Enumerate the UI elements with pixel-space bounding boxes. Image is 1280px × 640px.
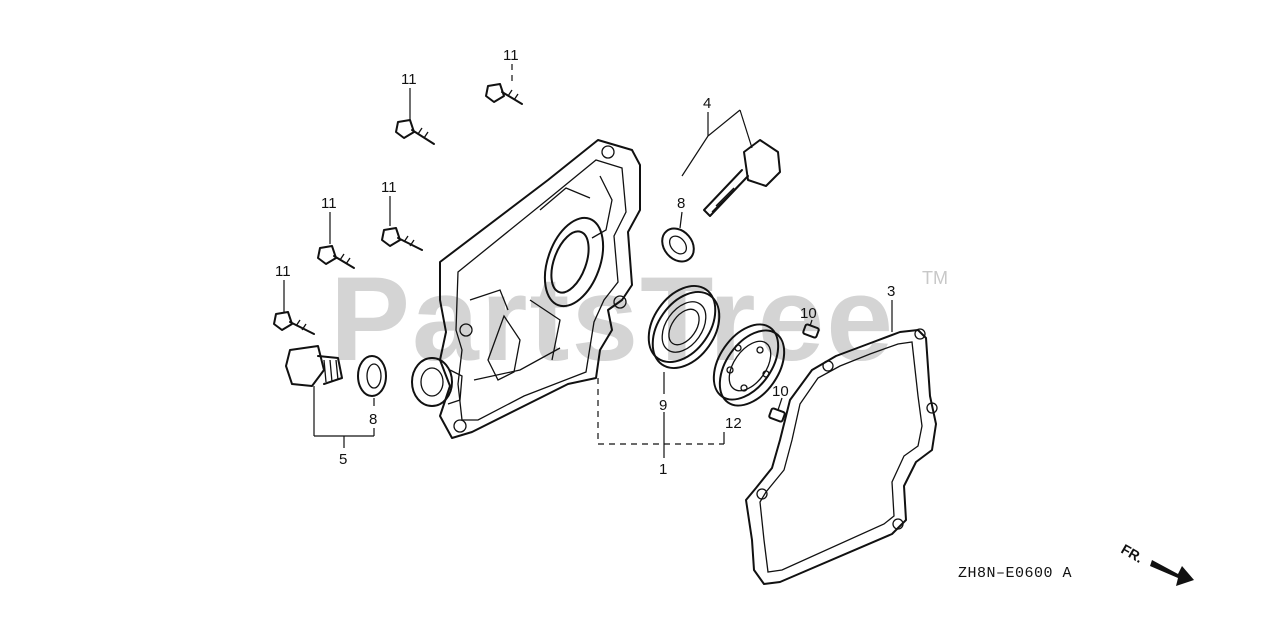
ball-bearing-icon[interactable]	[701, 313, 798, 418]
watermark-text: PartsTree	[330, 252, 895, 386]
crankcase-cover-icon[interactable]	[411, 139, 641, 439]
front-direction-arrow-icon: FR.	[1119, 541, 1194, 586]
callout-8-upper: 8	[677, 195, 685, 212]
washer-icon[interactable]	[357, 222, 700, 397]
callout-10-lower: 10	[772, 383, 789, 400]
callout-11-top: 11	[503, 47, 519, 64]
drain-plug-icon[interactable]	[285, 345, 343, 387]
callout-11-left: 11	[321, 195, 337, 212]
callout-12: 12	[725, 415, 742, 432]
diagram-code: ZH8N–E0600 A	[958, 565, 1072, 582]
callout-3: 3	[887, 283, 895, 300]
callout-9: 9	[659, 397, 667, 414]
callout-11-upper-left: 11	[401, 71, 417, 88]
callout-11-middle: 11	[381, 179, 397, 196]
watermark-trademark: TM	[922, 268, 948, 288]
callout-8-lower: 8	[369, 411, 377, 428]
leader-lines	[283, 64, 893, 458]
callout-10-upper: 10	[800, 305, 817, 322]
dowel-pin-icon[interactable]	[768, 323, 820, 423]
callout-5: 5	[339, 451, 347, 468]
callout-4: 4	[703, 95, 711, 112]
case-cover-gasket-icon[interactable]	[745, 328, 938, 585]
callout-1: 1	[659, 461, 667, 478]
flange-bolt-icon[interactable]	[273, 83, 523, 335]
direction-label: FR.	[1119, 541, 1147, 566]
callout-11-bottom-left: 11	[275, 263, 291, 280]
oil-seal-icon[interactable]	[635, 274, 733, 381]
oil-dipstick-icon[interactable]	[703, 139, 781, 217]
